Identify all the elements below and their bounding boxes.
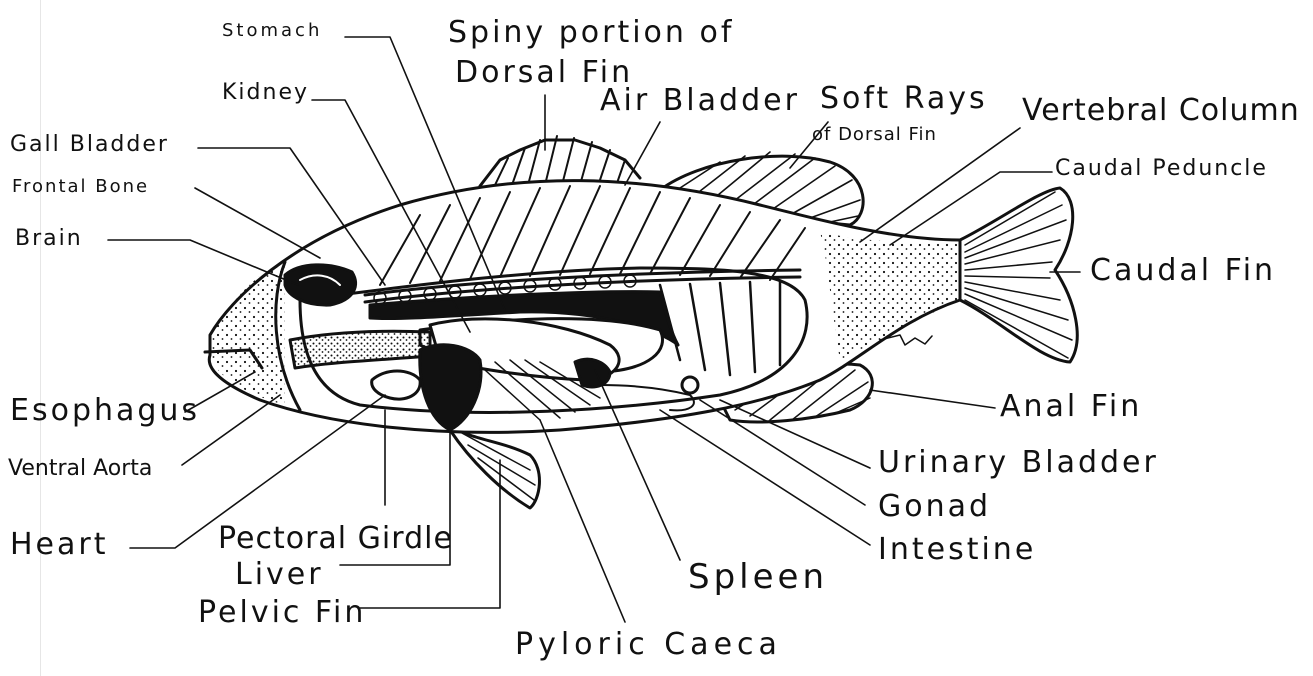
label-pelvic-fin: Pelvic Fin xyxy=(198,598,366,628)
pyloric-caeca-pointer xyxy=(540,420,625,622)
label-stomach: Stomach xyxy=(222,22,322,40)
label-pectoral-girdle: Pectoral Girdle xyxy=(218,524,453,554)
label-heart: Heart xyxy=(10,530,109,560)
label-pyloric-caeca: Pyloric Caeca xyxy=(515,630,782,660)
label-air-bladder: Air Bladder xyxy=(600,86,800,116)
label-gonad: Gonad xyxy=(878,492,991,522)
label-caudal-fin: Caudal Fin xyxy=(1090,256,1276,286)
label-soft-rays-2: of Dorsal Fin xyxy=(812,126,937,144)
label-frontal-bone: Frontal Bone xyxy=(12,178,149,196)
heart-shape xyxy=(372,371,420,399)
caudal-peduncle-stipple xyxy=(820,232,960,360)
label-spleen: Spleen xyxy=(688,560,828,594)
brain-shape xyxy=(285,265,356,305)
label-caudal-peduncle: Caudal Peduncle xyxy=(1055,158,1268,180)
label-intestine: Intestine xyxy=(878,535,1036,565)
spiny-dorsal-fin-shape xyxy=(480,140,640,186)
urinary-bladder-shape xyxy=(682,377,698,393)
pelvic-fin-shape xyxy=(450,425,539,508)
label-liver: Liver xyxy=(235,560,324,590)
frontal-bone-pointer xyxy=(195,188,320,258)
anal-fin-pointer xyxy=(870,390,995,408)
air-bladder-pointer xyxy=(625,122,660,185)
label-esophagus: Esophagus xyxy=(10,396,200,426)
head-stipple xyxy=(212,262,285,405)
label-urinary-bladder: Urinary Bladder xyxy=(878,448,1159,478)
label-anal-fin: Anal Fin xyxy=(1000,392,1142,422)
label-vertebral-column: Vertebral Column xyxy=(1022,96,1300,126)
label-kidney: Kidney xyxy=(222,82,309,104)
label-ventral-aorta: Ventral Aorta xyxy=(8,458,152,480)
label-soft-rays: Soft Rays xyxy=(820,84,988,114)
label-spiny-dorsal: Spiny portion of xyxy=(448,18,734,48)
intestine-pointer xyxy=(660,410,870,545)
label-gall-bladder: Gall Bladder xyxy=(10,134,169,156)
label-brain: Brain xyxy=(15,228,83,250)
